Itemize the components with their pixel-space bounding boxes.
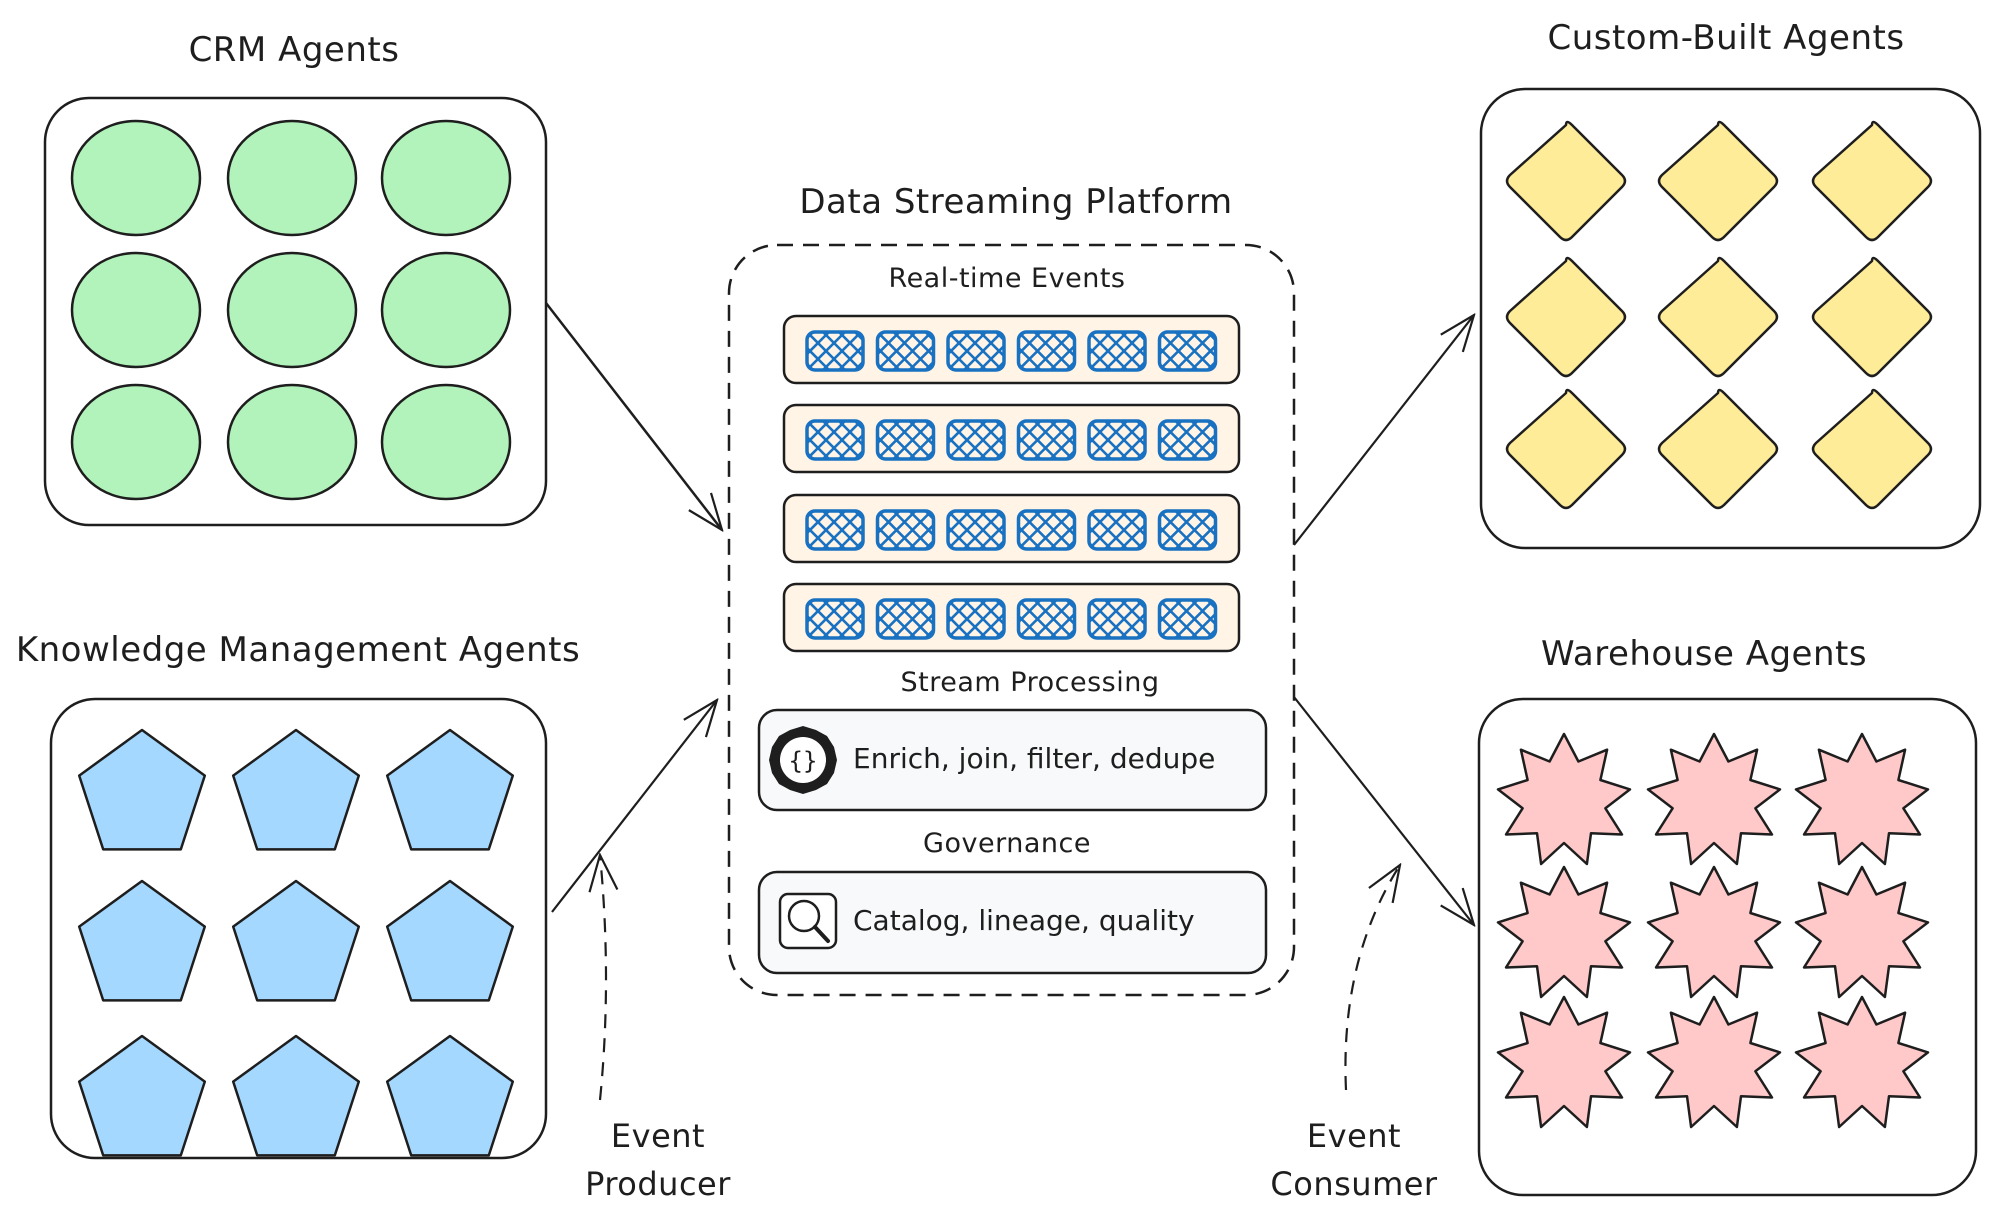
custom-agents-title: Custom-Built Agents [1547, 18, 1905, 58]
warehouse-agent-star-9-icon [1496, 865, 1632, 999]
knowledge-agent-pentagon-icon [77, 728, 207, 851]
arrow-platform-to-warehouse [1293, 696, 1474, 925]
magnifier-icon [778, 892, 838, 950]
stream-processing-label: Stream Processing [900, 667, 1160, 698]
event-stream-row [782, 403, 1241, 474]
event-stream-row [782, 582, 1241, 653]
warehouse-agent-star-9-icon [1646, 995, 1782, 1129]
governance-box [757, 870, 1268, 975]
crm-agent-circle-icon [226, 251, 358, 369]
stream-processing-box [757, 708, 1268, 812]
crm-agent-circle-icon [380, 251, 512, 369]
event-message-icon [805, 598, 865, 640]
event-producer-label: Event Producer [585, 1112, 731, 1208]
knowledge-agent-pentagon-icon [231, 1034, 361, 1157]
warehouse-agent-star-9-icon [1496, 995, 1632, 1129]
crm-agent-circle-icon [70, 383, 202, 501]
crm-agent-circle-icon [226, 383, 358, 501]
warehouse-agents-title: Warehouse Agents [1540, 634, 1868, 674]
warehouse-agent-star-9-icon [1496, 732, 1632, 866]
event-consumer-label: Event Consumer [1270, 1112, 1437, 1208]
event-consumer-line2: Consumer [1270, 1165, 1438, 1203]
crm-agent-circle-icon [380, 383, 512, 501]
event-message-icon [1157, 598, 1218, 640]
governance-label: Governance [923, 828, 1091, 859]
svg-text:{}: {} [789, 747, 818, 775]
custom-agent-diamond-icon [1811, 388, 1933, 510]
event-message-icon [946, 419, 1006, 461]
event-message-icon [1016, 598, 1077, 640]
custom-agent-diamond-icon [1505, 256, 1627, 378]
knowledge-agent-pentagon-icon [77, 1034, 207, 1157]
crm-agent-circle-icon [380, 119, 512, 237]
event-message-icon [805, 419, 865, 461]
event-message-icon [946, 330, 1006, 372]
event-stream-row [782, 493, 1241, 564]
event-message-icon [1016, 330, 1077, 372]
event-message-icon [1157, 330, 1218, 372]
event-message-icon [805, 509, 865, 551]
governance-text: Catalog, lineage, quality [853, 904, 1195, 937]
event-message-icon [1087, 330, 1147, 372]
warehouse-agent-star-9-icon [1646, 732, 1782, 866]
warehouse-agent-star-9-icon [1794, 995, 1930, 1129]
custom-agent-diamond-icon [1657, 388, 1779, 510]
event-message-icon [875, 509, 936, 551]
knowledge-agent-pentagon-icon [385, 728, 515, 851]
real-time-events-label: Real-time Events [888, 263, 1126, 294]
arrow-knowledge-to-platform [551, 700, 717, 913]
event-message-icon [875, 419, 936, 461]
knowledge-agents-title: Knowledge Management Agents [15, 630, 581, 670]
event-message-icon [1016, 509, 1077, 551]
platform-title: Data Streaming Platform [799, 182, 1233, 222]
knowledge-agent-pentagon-icon [385, 879, 515, 1002]
custom-agent-diamond-icon [1505, 388, 1627, 510]
custom-agent-diamond-icon [1657, 120, 1779, 242]
event-message-icon [1087, 598, 1147, 640]
knowledge-agent-pentagon-icon [231, 728, 361, 851]
event-message-icon [946, 509, 1006, 551]
warehouse-agent-star-9-icon [1794, 732, 1930, 866]
platform-container [727, 243, 1296, 997]
crm-agent-circle-icon [70, 119, 202, 237]
event-producer-line2: Producer [585, 1165, 731, 1203]
custom-agent-diamond-icon [1657, 256, 1779, 378]
custom-agent-diamond-icon [1811, 120, 1933, 242]
event-message-icon [1087, 419, 1147, 461]
custom-agent-diamond-icon [1811, 256, 1933, 378]
event-message-icon [946, 598, 1006, 640]
crm-agent-circle-icon [226, 119, 358, 237]
event-message-icon [875, 598, 936, 640]
knowledge-agent-pentagon-icon [77, 879, 207, 1002]
knowledge-agent-pentagon-icon [231, 879, 361, 1002]
knowledge-agent-pentagon-icon [385, 1034, 515, 1157]
crm-agent-circle-icon [70, 251, 202, 369]
event-consumer-line1: Event [1306, 1117, 1402, 1155]
arrow-producer-dashed [600, 855, 606, 1101]
event-message-icon [1016, 419, 1077, 461]
event-message-icon [1157, 509, 1218, 551]
arrow-consumer-dashed [1344, 865, 1400, 1091]
warehouse-agent-star-9-icon [1646, 865, 1782, 999]
stream-processing-text: Enrich, join, filter, dedupe [853, 742, 1216, 775]
event-producer-line1: Event [610, 1117, 706, 1155]
event-message-icon [1087, 509, 1147, 551]
event-stream-row [782, 314, 1241, 385]
arrow-crm-to-platform [545, 302, 722, 530]
warehouse-agent-star-9-icon [1794, 865, 1930, 999]
arrow-platform-to-custom [1293, 315, 1474, 546]
crm-agents-title: CRM Agents [188, 30, 400, 70]
event-message-icon [1157, 419, 1218, 461]
code-braces-icon: {} [769, 726, 837, 794]
event-message-icon [805, 330, 865, 372]
custom-agent-diamond-icon [1505, 120, 1627, 242]
event-message-icon [875, 330, 936, 372]
